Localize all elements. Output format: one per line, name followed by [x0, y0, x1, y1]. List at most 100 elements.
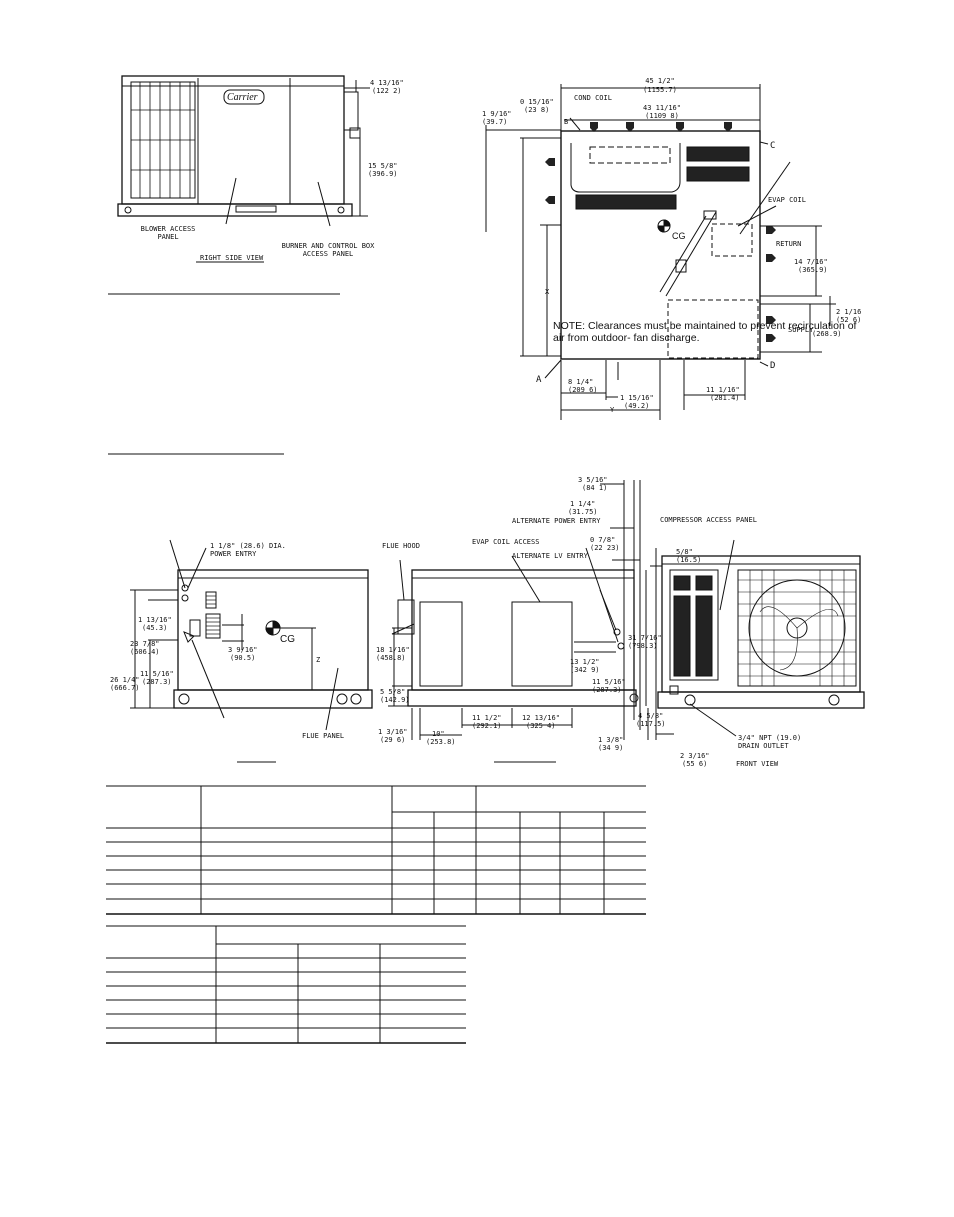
dim-label: (287.3) — [142, 678, 172, 686]
dim-label: 5/8" — [676, 548, 693, 556]
dim-label: 5 5/8" — [380, 688, 406, 696]
dim-label: 26 1/4" — [110, 676, 140, 684]
dim-label: 4 5/8" — [638, 712, 664, 720]
dim-label: 12 13/16" — [522, 714, 560, 722]
cg-label: CG — [672, 231, 686, 241]
supply-label: SUPPLY — [788, 326, 814, 334]
dim-label: 31 7/16" — [628, 634, 662, 642]
front-view — [647, 539, 865, 740]
spec-table-2 — [106, 925, 466, 1044]
point-label: Y — [610, 406, 615, 414]
dim-label: (325 4) — [526, 722, 556, 730]
z-label: Z — [316, 656, 321, 664]
top-view — [485, 84, 836, 420]
dim-label: (52 6) — [836, 316, 862, 324]
dim-label: (606.4) — [130, 648, 160, 656]
clearance-note: NOTE: Clearances must be maintained to p… — [553, 320, 857, 344]
dim-label: 1 1/4" — [570, 500, 596, 508]
dim-label: 43 11/16" — [643, 104, 681, 112]
right-side-view-caption: RIGHT SIDE VIEW — [200, 254, 264, 262]
dim-label: (798.3) — [628, 642, 658, 650]
point-label: D — [770, 361, 776, 371]
dim-label: (23 8) — [524, 106, 550, 114]
cond-coil-label: COND COIL — [574, 94, 612, 102]
dim-label: 1 13/16" — [138, 616, 172, 624]
blower-panel-label: BLOWER ACCESS PANEL — [140, 225, 196, 241]
dim-label: 3 5/16" — [578, 476, 608, 484]
point-label: C — [770, 141, 776, 151]
dim-label: (122 2) — [372, 87, 402, 95]
dim-label: (292.1) — [472, 722, 502, 730]
flue-panel-label: FLUE PANEL — [302, 732, 345, 740]
dim-label: (365.9) — [798, 266, 828, 274]
point-label: B — [564, 118, 569, 126]
dim-label: 2 3/16" — [680, 752, 710, 760]
left-side-view — [130, 539, 373, 763]
dim-label: (342 9) — [570, 666, 600, 674]
dim-label: (268.9) — [812, 330, 842, 338]
dim-label: 18 1/16" — [376, 646, 410, 654]
dim-label: 3 9/16" — [228, 646, 258, 654]
dim-label: (253.8) — [426, 738, 456, 746]
cg-label: CG — [280, 634, 295, 645]
dim-label: 11 1/2" — [472, 714, 502, 722]
dim-label: (22 23) — [590, 544, 620, 552]
dim-label: (142.9) — [380, 696, 410, 704]
dim-label: 4 13/16" — [370, 79, 404, 87]
dim-label: (39.7) — [482, 118, 508, 126]
dim-label: 1 3/8" — [598, 736, 624, 744]
dim-label: (117.5) — [636, 720, 666, 728]
brand-logo: Carrier — [227, 92, 258, 103]
dim-label: 2 1/16 — [836, 308, 862, 316]
dim-label: (396.9) — [368, 170, 398, 178]
dim-label: (281.4) — [710, 394, 740, 402]
burner-panel-label: BURNER AND CONTROL BOX ACCESS PANEL — [281, 242, 375, 258]
dim-label: (287.3) — [592, 686, 622, 694]
dim-label: (90.5) — [230, 654, 256, 662]
dim-label: 13 1/2" — [570, 658, 600, 666]
return-label: RETURN — [776, 240, 802, 248]
dim-label: (84 1) — [582, 484, 608, 492]
dim-label: 11 1/16" — [706, 386, 740, 394]
alt-power-entry-label: ALTERNATE POWER ENTRY — [512, 517, 601, 525]
dim-label: 1 3/16" — [378, 728, 408, 736]
dim-label: 0 15/16" — [520, 98, 554, 106]
dim-label: (1109 8) — [645, 112, 679, 120]
flue-hood-label: FLUE HOOD — [382, 542, 420, 550]
dim-label: (29 6) — [380, 736, 406, 744]
dim-label: 1 15/16" — [620, 394, 654, 402]
dim-label: (666.7) — [110, 684, 140, 692]
right-side-view — [117, 75, 370, 263]
dim-label: 15 5/8" — [368, 162, 398, 170]
dim-label: 14 7/16" — [794, 258, 828, 266]
dim-label: (1155.7) — [643, 86, 677, 94]
point-label: A — [536, 375, 542, 385]
dim-label: 10" — [432, 730, 445, 738]
compressor-panel-label: COMPRESSOR ACCESS PANEL — [660, 516, 757, 524]
dim-label: 8 1/4" — [568, 378, 594, 386]
dim-label: (55 6) — [682, 760, 708, 768]
front-view-caption: FRONT VIEW — [736, 760, 779, 768]
dim-label: 45 1/2" — [645, 77, 675, 85]
dim-label: (31.75) — [568, 508, 598, 516]
evap-access-label: EVAP COIL ACCESS — [472, 538, 540, 546]
dim-label: 11 5/16" — [140, 670, 174, 678]
evap-coil-label: EVAP COIL — [768, 196, 806, 204]
spec-table-1 — [106, 785, 646, 915]
dim-label: (16.5) — [676, 556, 702, 564]
alt-lv-entry-label: ALTERNATE LV ENTRY — [512, 552, 588, 560]
dim-label: 11 5/16" — [592, 678, 626, 686]
dim-label: (209 6) — [568, 386, 598, 394]
dim-label: 0 7/8" — [590, 536, 616, 544]
dim-label: 1 9/16" — [482, 110, 512, 118]
drain-outlet-label: 3/4" NPT (19.0) DRAIN OUTLET — [738, 734, 802, 750]
dim-label: (458.8) — [376, 654, 406, 662]
dim-label: (45.3) — [142, 624, 168, 632]
power-entry-label: 1 1/8" (28.6) DIA. POWER ENTRY — [210, 542, 286, 558]
rear-view — [388, 480, 647, 763]
point-label: X — [545, 288, 550, 296]
dim-label: 23 7/8" — [130, 640, 160, 648]
dim-label: (49.2) — [624, 402, 650, 410]
dim-label: (34 9) — [598, 744, 624, 752]
